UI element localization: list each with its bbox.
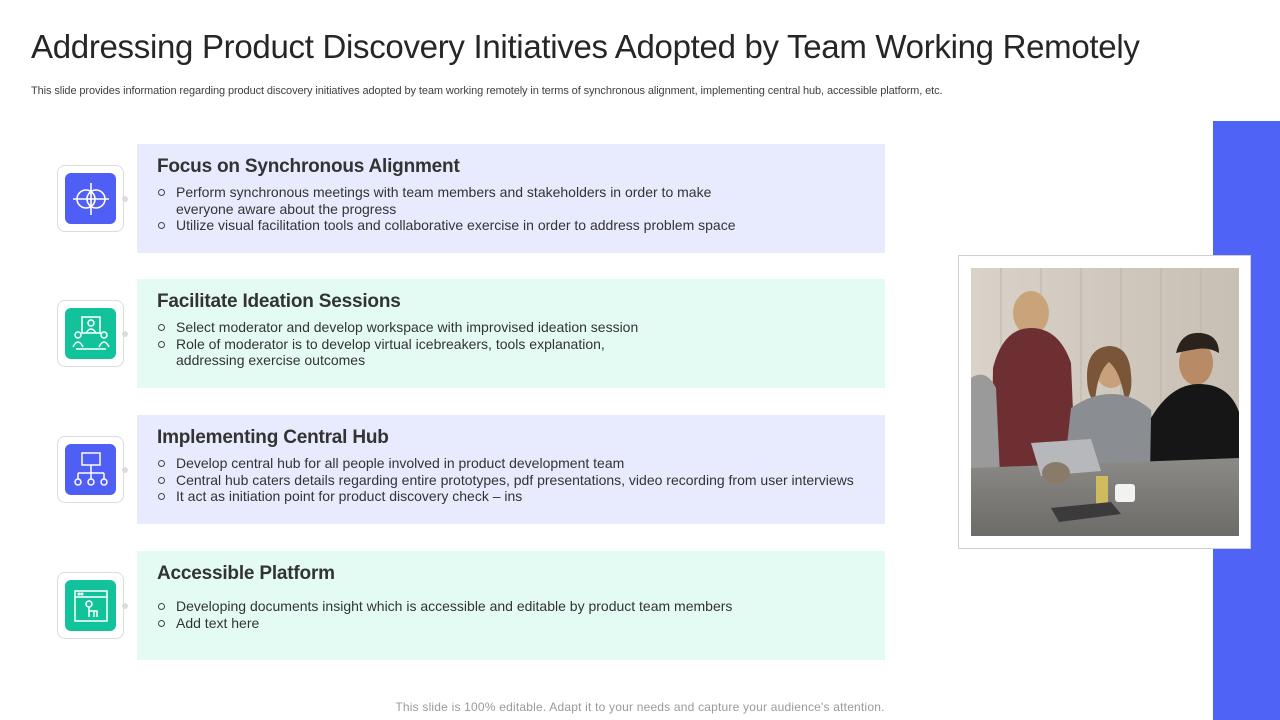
initiative-bullet: Select moderator and develop workspace w… [157, 319, 865, 336]
initiative-bullet: Central hub caters details regarding ent… [157, 472, 865, 489]
initiative-bullet: Perform synchronous meetings with team m… [157, 184, 865, 217]
initiative-bullet: Developing documents insight which is ac… [157, 598, 865, 615]
slide-title: Addressing Product Discovery Initiatives… [31, 28, 1140, 65]
initiative-card-ideation-sessions: Facilitate Ideation Sessions Select mode… [137, 279, 885, 388]
connector-dot [122, 467, 128, 473]
connector-dot [122, 196, 128, 202]
connector-dot [122, 603, 128, 609]
team-meeting-photo [971, 268, 1239, 536]
initiative-bullet: Develop central hub for all people invol… [157, 455, 865, 472]
initiative-title: Implementing Central Hub [157, 427, 389, 448]
hub-network-icon [65, 444, 116, 495]
initiative-bullet: Utilize visual facilitation tools and co… [157, 217, 865, 234]
icon-box-central-hub [57, 436, 128, 503]
initiative-bullet: Role of moderator is to develop virtual … [157, 336, 865, 369]
icon-box-synchronous-alignment [57, 165, 128, 232]
browser-touch-icon [65, 580, 116, 631]
initiative-card-central-hub: Implementing Central Hub Develop central… [137, 415, 885, 524]
initiative-title: Focus on Synchronous Alignment [157, 156, 460, 177]
initiative-title: Accessible Platform [157, 563, 335, 584]
slide-subtitle: This slide provides information regardin… [31, 85, 943, 97]
initiative-card-accessible-platform: Accessible Platform Developing documents… [137, 551, 885, 660]
initiative-card-synchronous-alignment: Focus on Synchronous Alignment Perform s… [137, 144, 885, 253]
photo-frame [958, 255, 1251, 549]
footer-note: This slide is 100% editable. Adapt it to… [395, 700, 885, 714]
initiative-bullet: It act as initiation point for product d… [157, 488, 865, 505]
connector-dot [122, 331, 128, 337]
icon-box-ideation-sessions [57, 300, 128, 367]
meeting-presenter-icon [65, 308, 116, 359]
initiative-title: Facilitate Ideation Sessions [157, 291, 401, 312]
icon-box-accessible-platform [57, 572, 128, 639]
initiative-bullet: Add text here [157, 615, 865, 632]
overlapping-circles-target-icon [65, 173, 116, 224]
